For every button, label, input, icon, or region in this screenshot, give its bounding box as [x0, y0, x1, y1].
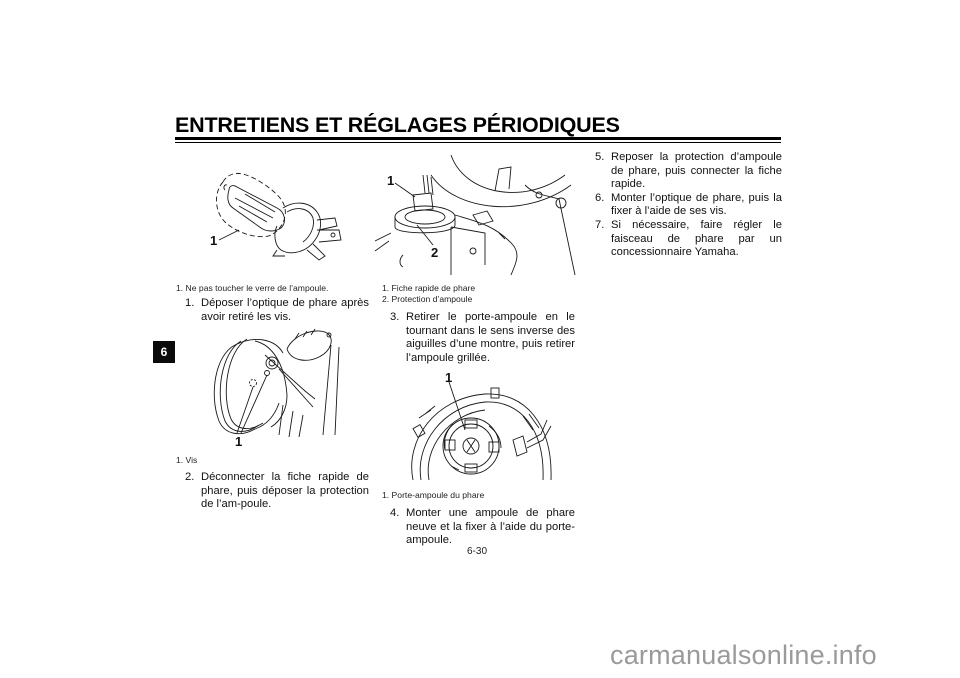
- page-title: ENTRETIENS ET RÉGLAGES PÉRIODIQUES: [175, 113, 620, 137]
- page-number: 6-30: [467, 546, 488, 557]
- steps-5-7: 5. Reposer la protection d’ampoule de pha…: [595, 151, 782, 260]
- step-number: 5.: [595, 151, 605, 163]
- figure-caption: 1. Vis: [176, 455, 198, 465]
- step-text: Retirer le porte-ampoule en le tournant …: [406, 311, 575, 364]
- headlight-screws-illustration: 1: [213, 328, 340, 449]
- bulb-illustration: 1: [210, 172, 342, 261]
- step-number: 7.: [595, 218, 605, 231]
- figure-caption: 2. Protection d’ampoule: [382, 294, 473, 304]
- step-number: 1.: [185, 297, 195, 309]
- step-2: 2. Déconnecter la fiche rapide de phare, …: [185, 471, 369, 512]
- step-text: Si nécessaire, faire régler le faisceau …: [611, 218, 782, 259]
- step-number: 4.: [390, 507, 400, 519]
- header-rule: [175, 137, 781, 140]
- figure-caption: 1. Porte-ampoule du phare: [382, 490, 485, 500]
- step-text: Déconnecter la fiche rapide de phare, pu…: [201, 471, 369, 511]
- figure-caption: 1. Fiche rapide de phare: [382, 283, 476, 293]
- section-tab[interactable]: 6: [153, 341, 175, 363]
- figure-caption: 1. Ne pas toucher le verre de l’ampoule.: [176, 283, 329, 293]
- callout-1: 1: [387, 173, 394, 188]
- step-number: 6.: [595, 191, 605, 204]
- step-text: Monter l’optique de phare, puis la fixer…: [611, 191, 782, 218]
- step-3: 3. Retirer le porte-ampoule en le tournan…: [390, 311, 575, 365]
- step-6: 6. Monter l’optique de phare, puis la fix…: [595, 192, 782, 219]
- watermark[interactable]: carmanualsonline.info: [610, 640, 877, 670]
- step-number: 2.: [185, 471, 195, 483]
- callout-1: 1: [210, 233, 217, 248]
- section-tab-label: 6: [160, 345, 168, 359]
- step-1: 1. Déposer l’optique de phare après avoir…: [185, 297, 369, 324]
- callout-1: 1: [445, 370, 452, 385]
- step-text: Déposer l’optique de phare après avoir r…: [201, 297, 369, 323]
- step-4: 4. Monter une ampoule de phare neuve et l…: [390, 507, 575, 548]
- callout-2: 2: [431, 245, 438, 260]
- bulb-cover-illustration: 1 2: [374, 154, 576, 276]
- bulb-holder-illustration: 1: [411, 370, 552, 481]
- callout-1: 1: [235, 434, 242, 449]
- step-text: Reposer la protection d’ampoule de phare…: [611, 151, 782, 191]
- step-number: 3.: [390, 311, 400, 323]
- header-rule-thin: [175, 142, 781, 143]
- step-5: 5. Reposer la protection d’ampoule de pha…: [595, 151, 782, 192]
- step-text: Monter une ampoule de phare neuve et la …: [406, 507, 575, 547]
- step-7: 7. Si nécessaire, faire régler le faiscea…: [595, 219, 782, 260]
